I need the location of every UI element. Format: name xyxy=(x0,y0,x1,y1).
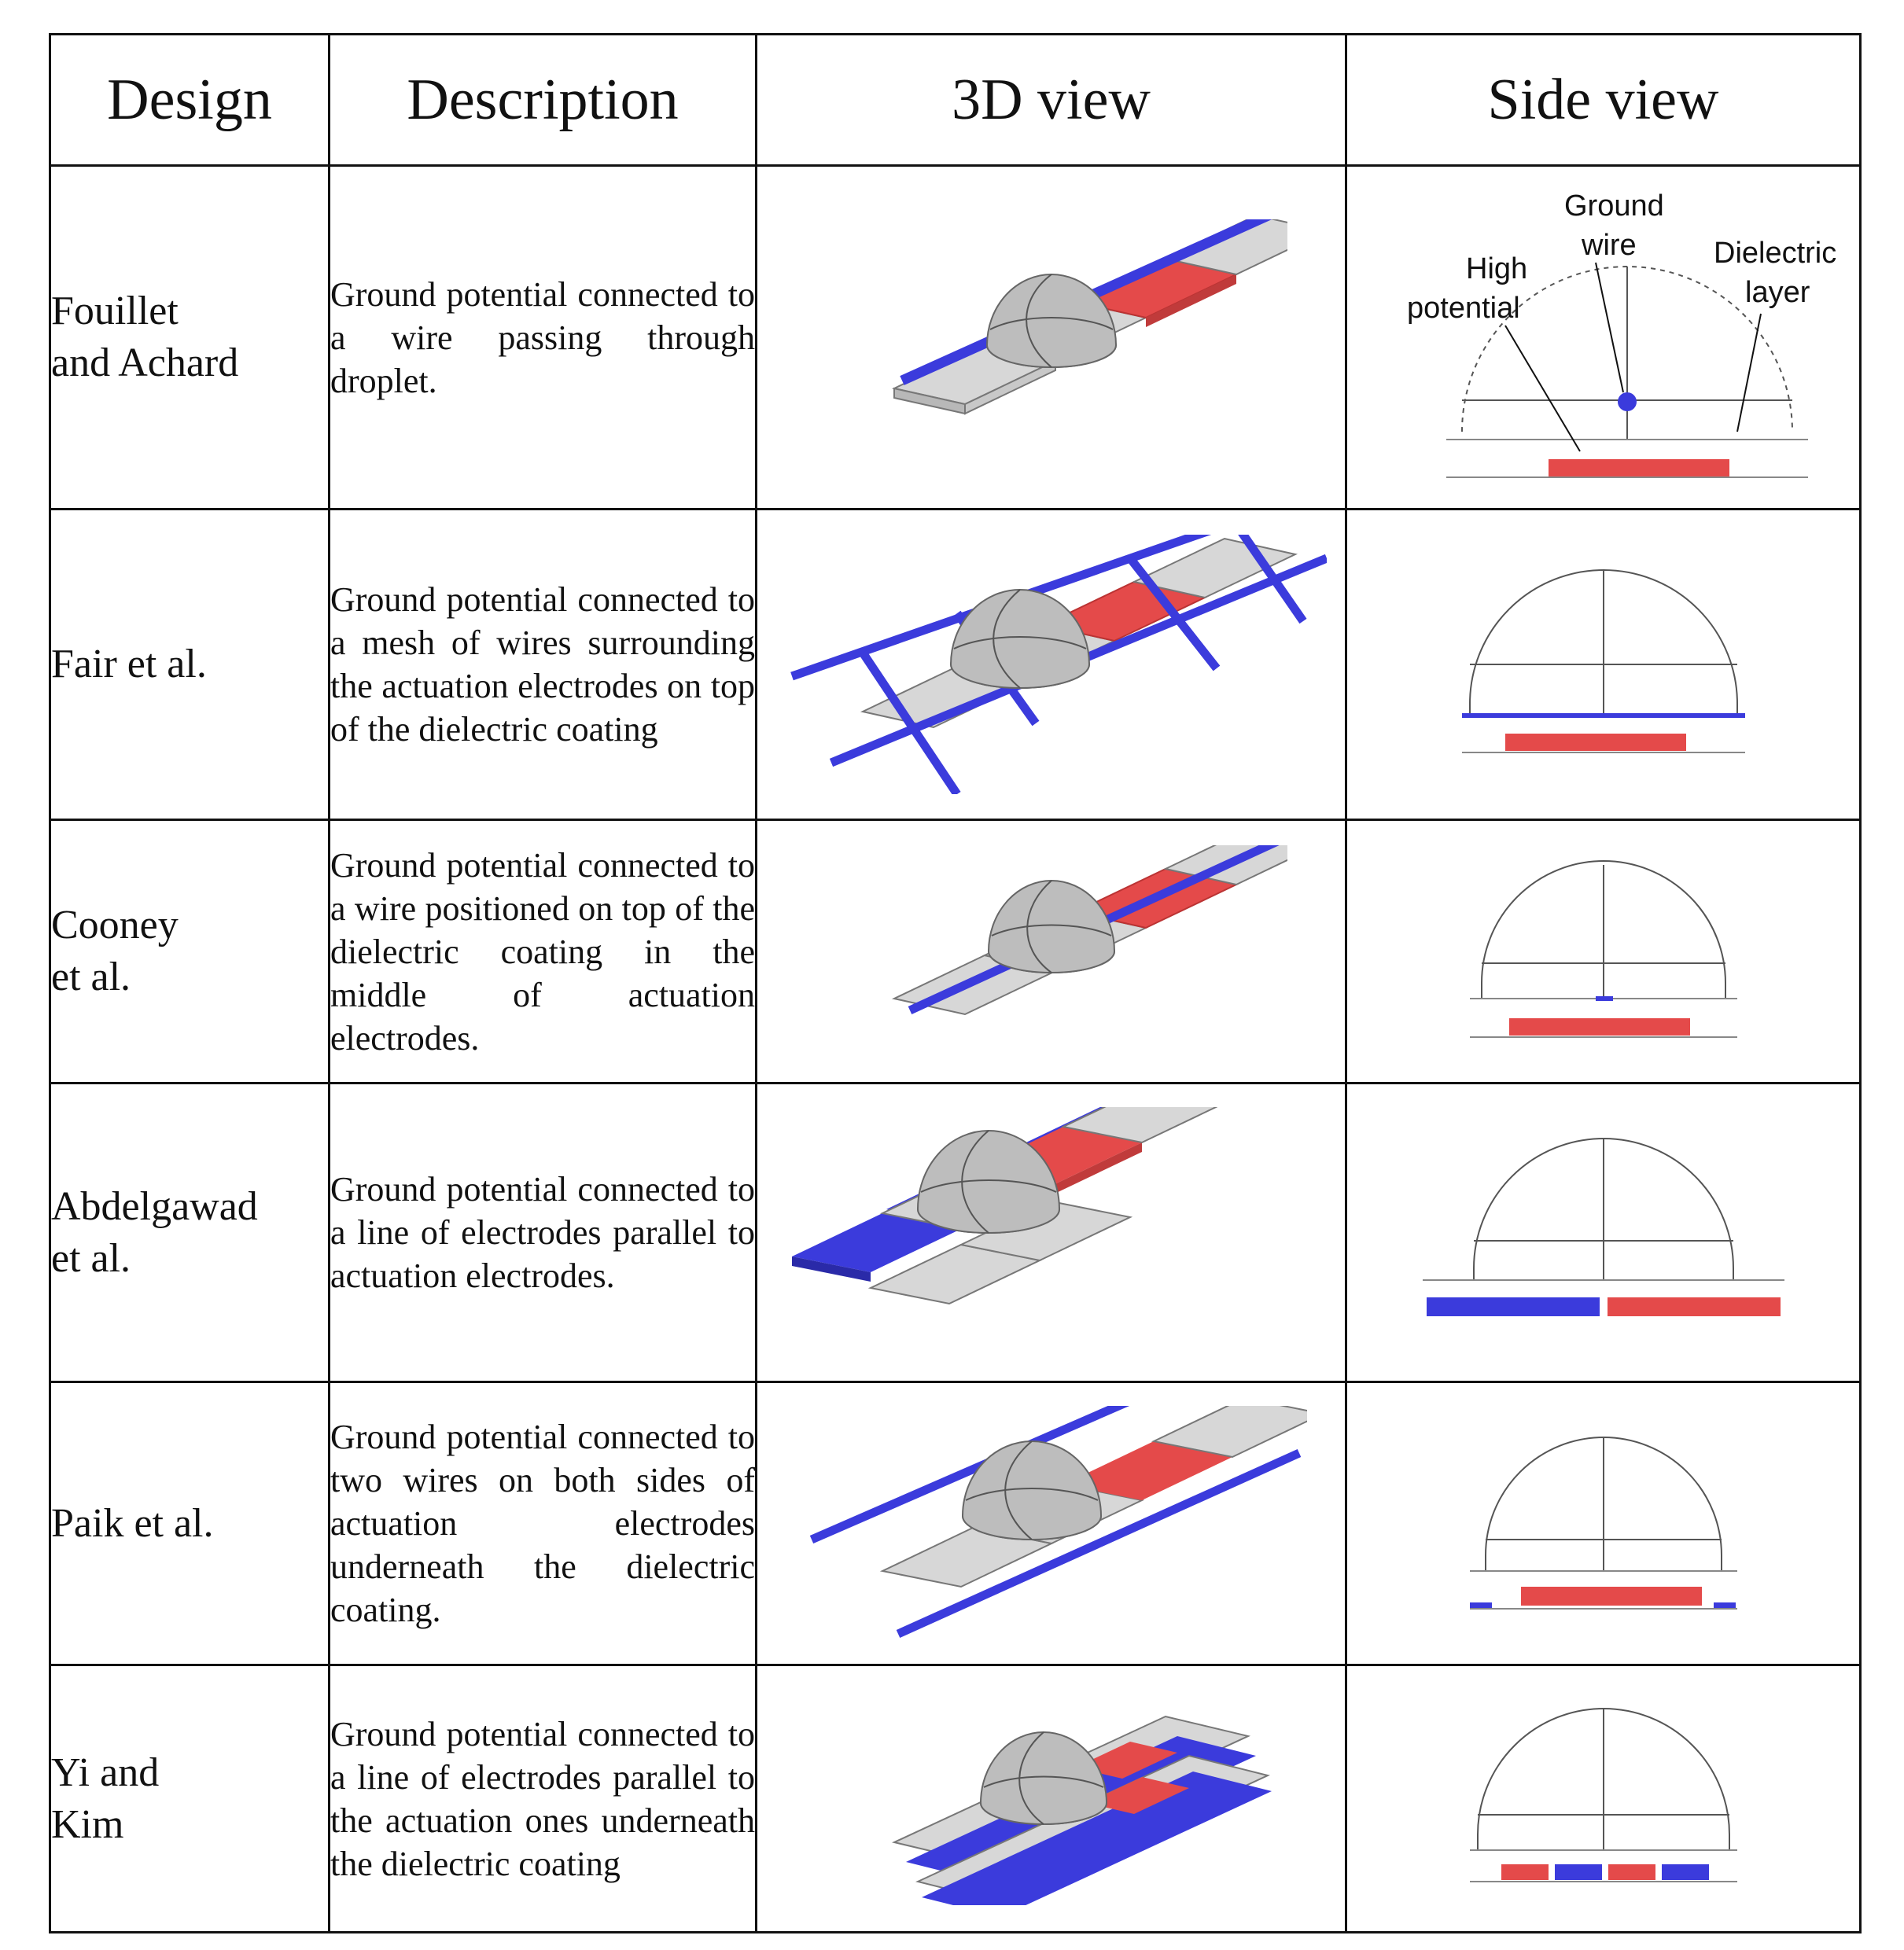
3d-view-cell xyxy=(755,1381,1347,1666)
side-view-figure xyxy=(1469,1436,1737,1610)
design-name: Cooney et al. xyxy=(49,819,330,1084)
ground-wire-label: Ground xyxy=(1564,189,1664,223)
table-row: Paik et al. Ground potential connected t… xyxy=(49,1381,1862,1666)
design-description: Ground potential connected to a mesh of … xyxy=(328,508,757,821)
ground-wire-label-2: wire xyxy=(1581,229,1637,262)
design-name: Fair et al. xyxy=(49,508,330,821)
header-design: Design xyxy=(49,33,330,167)
3d-view-cell xyxy=(755,508,1347,821)
header-description: Description xyxy=(328,33,757,167)
design-name: Paik et al. xyxy=(49,1381,330,1666)
design-name: Yi and Kim xyxy=(49,1664,330,1933)
3d-view-figure xyxy=(891,219,1287,415)
header-row: Design Description 3D view Side view xyxy=(49,33,1862,167)
table-row: Fouillet and Achard Ground potential con… xyxy=(49,164,1862,510)
side-view-cell xyxy=(1345,508,1862,821)
side-view-cell xyxy=(1345,1082,1862,1383)
side-view-cell xyxy=(1345,1381,1862,1666)
design-description: Ground potential connected to a wire pos… xyxy=(328,819,757,1084)
design-name: Fouillet and Achard xyxy=(49,164,330,510)
3d-view-figure xyxy=(809,1405,1307,1638)
side-view-figure xyxy=(1461,569,1745,753)
design-name: Abdelgawad et al. xyxy=(49,1082,330,1383)
design-description: Ground potential connected to two wires … xyxy=(328,1381,757,1666)
design-description: Ground potential connected to a wire pas… xyxy=(328,164,757,510)
designs-table: Design Description 3D view Side view Fou… xyxy=(49,33,1862,1933)
3d-view-figure xyxy=(790,535,1327,794)
high-potential-label-2: potential xyxy=(1407,292,1520,325)
high-potential-label: High xyxy=(1466,252,1527,285)
design-description: Ground potential connected to a line of … xyxy=(328,1082,757,1383)
side-view-figure xyxy=(1422,1137,1784,1316)
table-row: Fair et al. Ground potential connected t… xyxy=(49,508,1862,821)
table-row: Abdelgawad et al. Ground potential conne… xyxy=(49,1082,1862,1383)
table-row: Yi and Kim Ground potential connected to… xyxy=(49,1664,1862,1933)
3d-view-figure xyxy=(891,1715,1272,1905)
side-view-figure xyxy=(1469,860,1737,1038)
table-row: Cooney et al. Ground potential connected… xyxy=(49,819,1862,1084)
side-view-figure: Ground wire High potential Dielectric la… xyxy=(1407,189,1836,478)
3d-view-figure xyxy=(891,845,1287,1016)
side-view-cell xyxy=(1345,1664,1862,1933)
design-description: Ground potential connected to a line of … xyxy=(328,1664,757,1933)
side-view-cell: Ground wire High potential Dielectric la… xyxy=(1345,164,1862,510)
3d-view-cell xyxy=(755,819,1347,1084)
dielectric-layer-label: Dielectric xyxy=(1714,237,1836,270)
side-view-figure xyxy=(1469,1707,1737,1882)
3d-view-figure xyxy=(791,1106,1217,1304)
header-3d-view: 3D view xyxy=(755,33,1347,167)
3d-view-cell xyxy=(755,164,1347,510)
header-side-view: Side view xyxy=(1345,33,1862,167)
3d-view-cell xyxy=(755,1082,1347,1383)
3d-view-cell xyxy=(755,1664,1347,1933)
dielectric-layer-label-2: layer xyxy=(1745,276,1810,309)
side-view-cell xyxy=(1345,819,1862,1084)
